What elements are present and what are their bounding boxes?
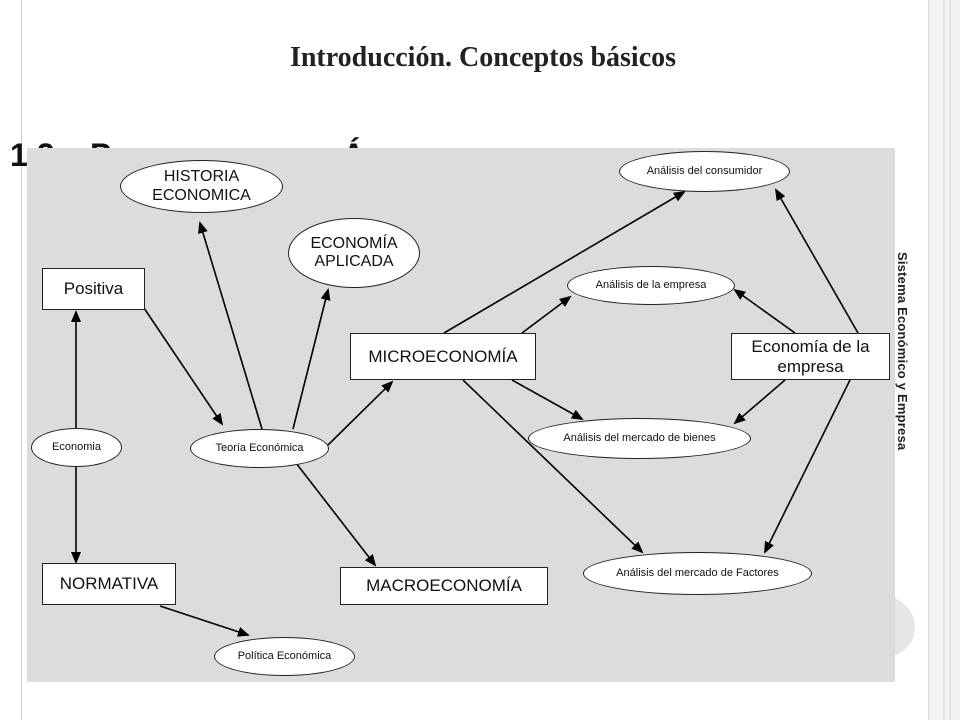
node-normativa: NORMATIVA — [42, 563, 176, 605]
node-analisis-mercado-factores: Análisis del mercado de Factores — [583, 552, 812, 595]
node-analisis-mercado-bienes: Análisis del mercado de bienes — [528, 418, 751, 459]
node-analisis-empresa: Análisis de la empresa — [567, 266, 735, 305]
slide-left-border — [21, 0, 22, 720]
node-teoria-economica: Teoría Económica — [190, 429, 329, 468]
node-economia-aplicada: ECONOMÍA APLICADA — [288, 218, 420, 288]
node-positiva: Positiva — [42, 268, 145, 310]
node-economia-empresa: Economía de la empresa — [731, 333, 890, 380]
node-microeconomia: MICROECONOMÍA — [350, 333, 536, 380]
node-historia-economica: HISTORIA ECONOMICA — [120, 160, 283, 213]
node-politica-economica: Política Económica — [214, 637, 355, 676]
node-economia: Economia — [31, 428, 122, 467]
node-macroeconomia: MACROECONOMÍA — [340, 567, 548, 605]
vertical-side-label: Sistema Económico y Empresa — [895, 252, 910, 451]
slide-right-decoration — [928, 0, 960, 720]
node-analisis-consumidor: Análisis del consumidor — [619, 151, 790, 192]
slide-title: Introducción. Conceptos básicos — [289, 42, 677, 73]
